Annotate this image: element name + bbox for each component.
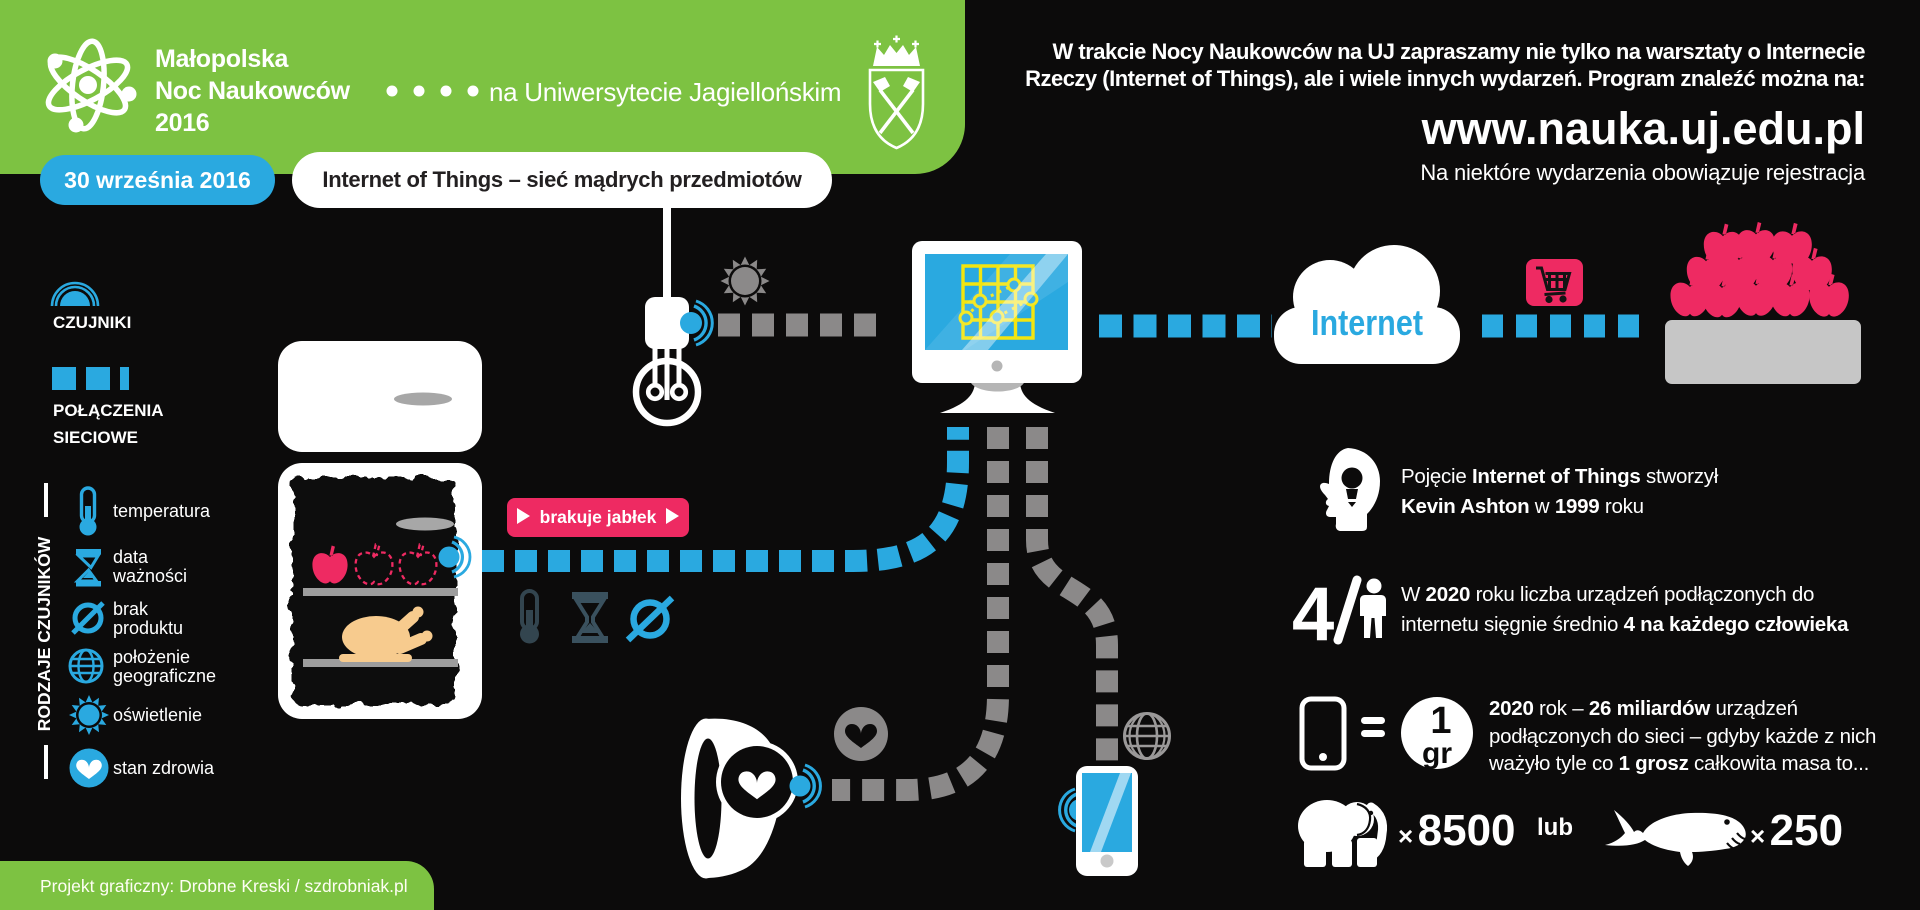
svg-text:1: 1 [1430, 700, 1451, 742]
svg-text:4: 4 [1292, 572, 1334, 657]
svg-text:Internet: Internet [1311, 302, 1423, 343]
svg-text:gr: gr [1422, 737, 1452, 770]
